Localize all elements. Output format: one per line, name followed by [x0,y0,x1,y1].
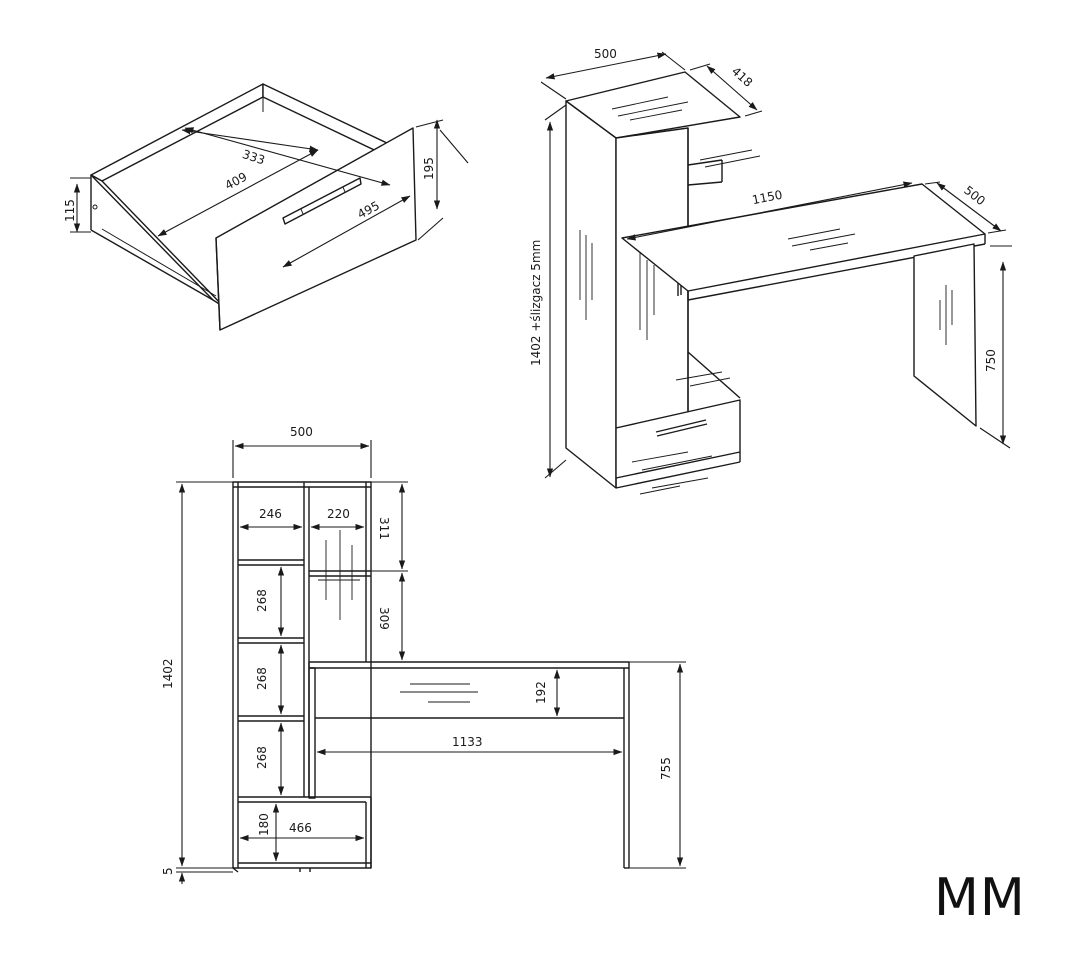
iso-total-height-label: 1402 +ślizgacz 5mm [529,240,543,366]
drawer-right-side [262,83,390,158]
front-shelf-3-height-label: 268 [255,746,269,769]
front-bottom-height-label: 180 [257,813,271,836]
front-desk-height-label: 755 [659,757,673,780]
iso-top-depth-label: 418 [729,64,755,90]
drawer-side-height-label: 115 [63,199,77,222]
drawer-back-panel [90,83,264,182]
front-desk-span-label: 1133 [452,735,483,749]
front-top-right-height-label: 311 [377,517,391,540]
desk-isometric-view: 500 418 1150 500 1402 +ślizgacz 5mm 750 [529,47,1012,495]
front-apron-height-label: 192 [534,681,548,704]
iso-desk-length-label: 1150 [751,188,784,208]
iso-desk-height-label: 750 [984,349,998,372]
front-shelf-2-height-label: 268 [255,667,269,690]
drawer-depth-label: 333 [241,147,267,167]
front-total-height-label: 1402 [161,658,175,689]
iso-top-width-label: 500 [594,47,617,61]
front-width-label: 500 [290,425,313,439]
front-left-shelf-width-label: 246 [259,507,282,521]
desk-leg [913,243,977,427]
front-mid-right-height-label: 309 [377,607,391,630]
drawer-front-height-label: 195 [422,157,436,180]
brand-logo: MM [934,868,1026,928]
front-right-shelf-width-label: 220 [327,507,350,521]
front-shelf-1-height-label: 268 [255,589,269,612]
front-bottom-width-label: 466 [289,821,312,835]
drawer-view: 333 409 495 195 115 [63,83,469,331]
front-glide-label: 5 [161,867,175,875]
front-elevation-view: 500 246 220 311 309 268 268 268 180 466 … [161,425,686,884]
tower-left-side [565,100,617,489]
